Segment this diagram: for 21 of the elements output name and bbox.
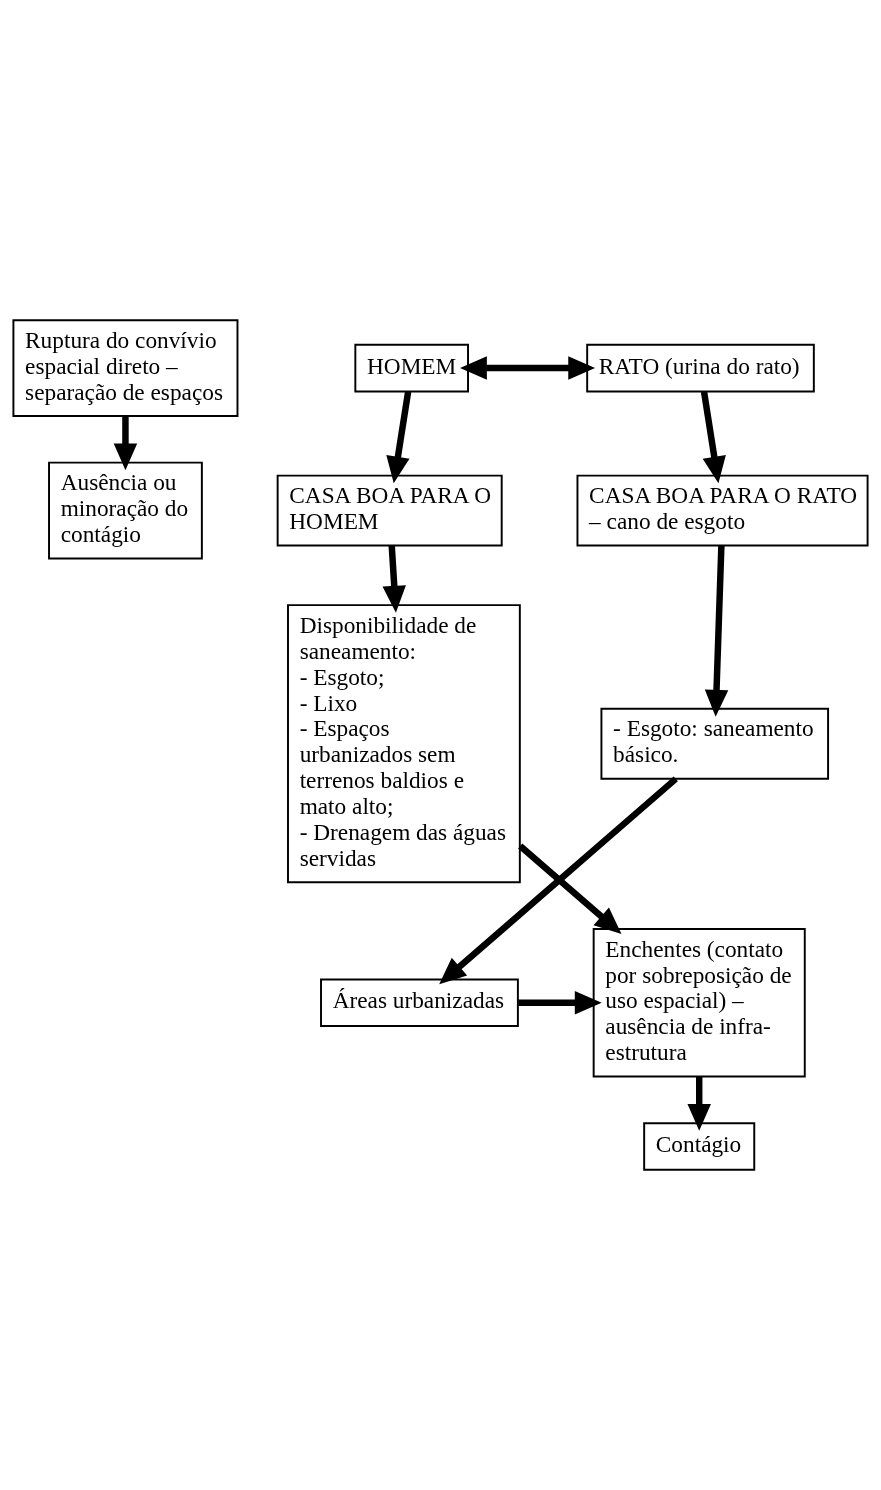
node-box: RATO (urina do rato) <box>586 343 815 393</box>
node-box: - Esgoto: saneamento básico. <box>600 707 830 780</box>
arrow <box>518 843 622 934</box>
arrow <box>382 545 406 613</box>
node-box: CASA BOA PARA O HOMEM <box>276 474 503 547</box>
node-box: Ruptura do convívio espacial direto – separação de espaços <box>12 319 239 417</box>
node-box: Contágio <box>643 1122 756 1171</box>
node-box: Enchentes (contato por sobreposição de uso espacial) – ausência de infra-estrutura <box>592 927 806 1078</box>
node-box: Disponibilidade de saneamento: - Esgoto; - Lixo - Espaços urbanizados sem terrenos baldios e mato alto; - Drenagem das águas servidas <box>287 604 521 884</box>
arrow <box>439 776 678 985</box>
node-box: Ausência ou minoração do contágio <box>48 461 203 560</box>
arrow <box>386 391 412 484</box>
node-box: Áreas urbanizadas <box>320 978 519 1027</box>
arrow <box>700 391 726 484</box>
arrow <box>460 356 596 380</box>
arrow <box>518 991 602 1015</box>
arrow <box>687 1076 711 1131</box>
arrow <box>113 416 138 471</box>
arrow <box>704 545 729 717</box>
node-box: HOMEM <box>354 343 469 393</box>
node-box: CASA BOA PARA O RATO – cano de esgoto <box>576 474 869 547</box>
